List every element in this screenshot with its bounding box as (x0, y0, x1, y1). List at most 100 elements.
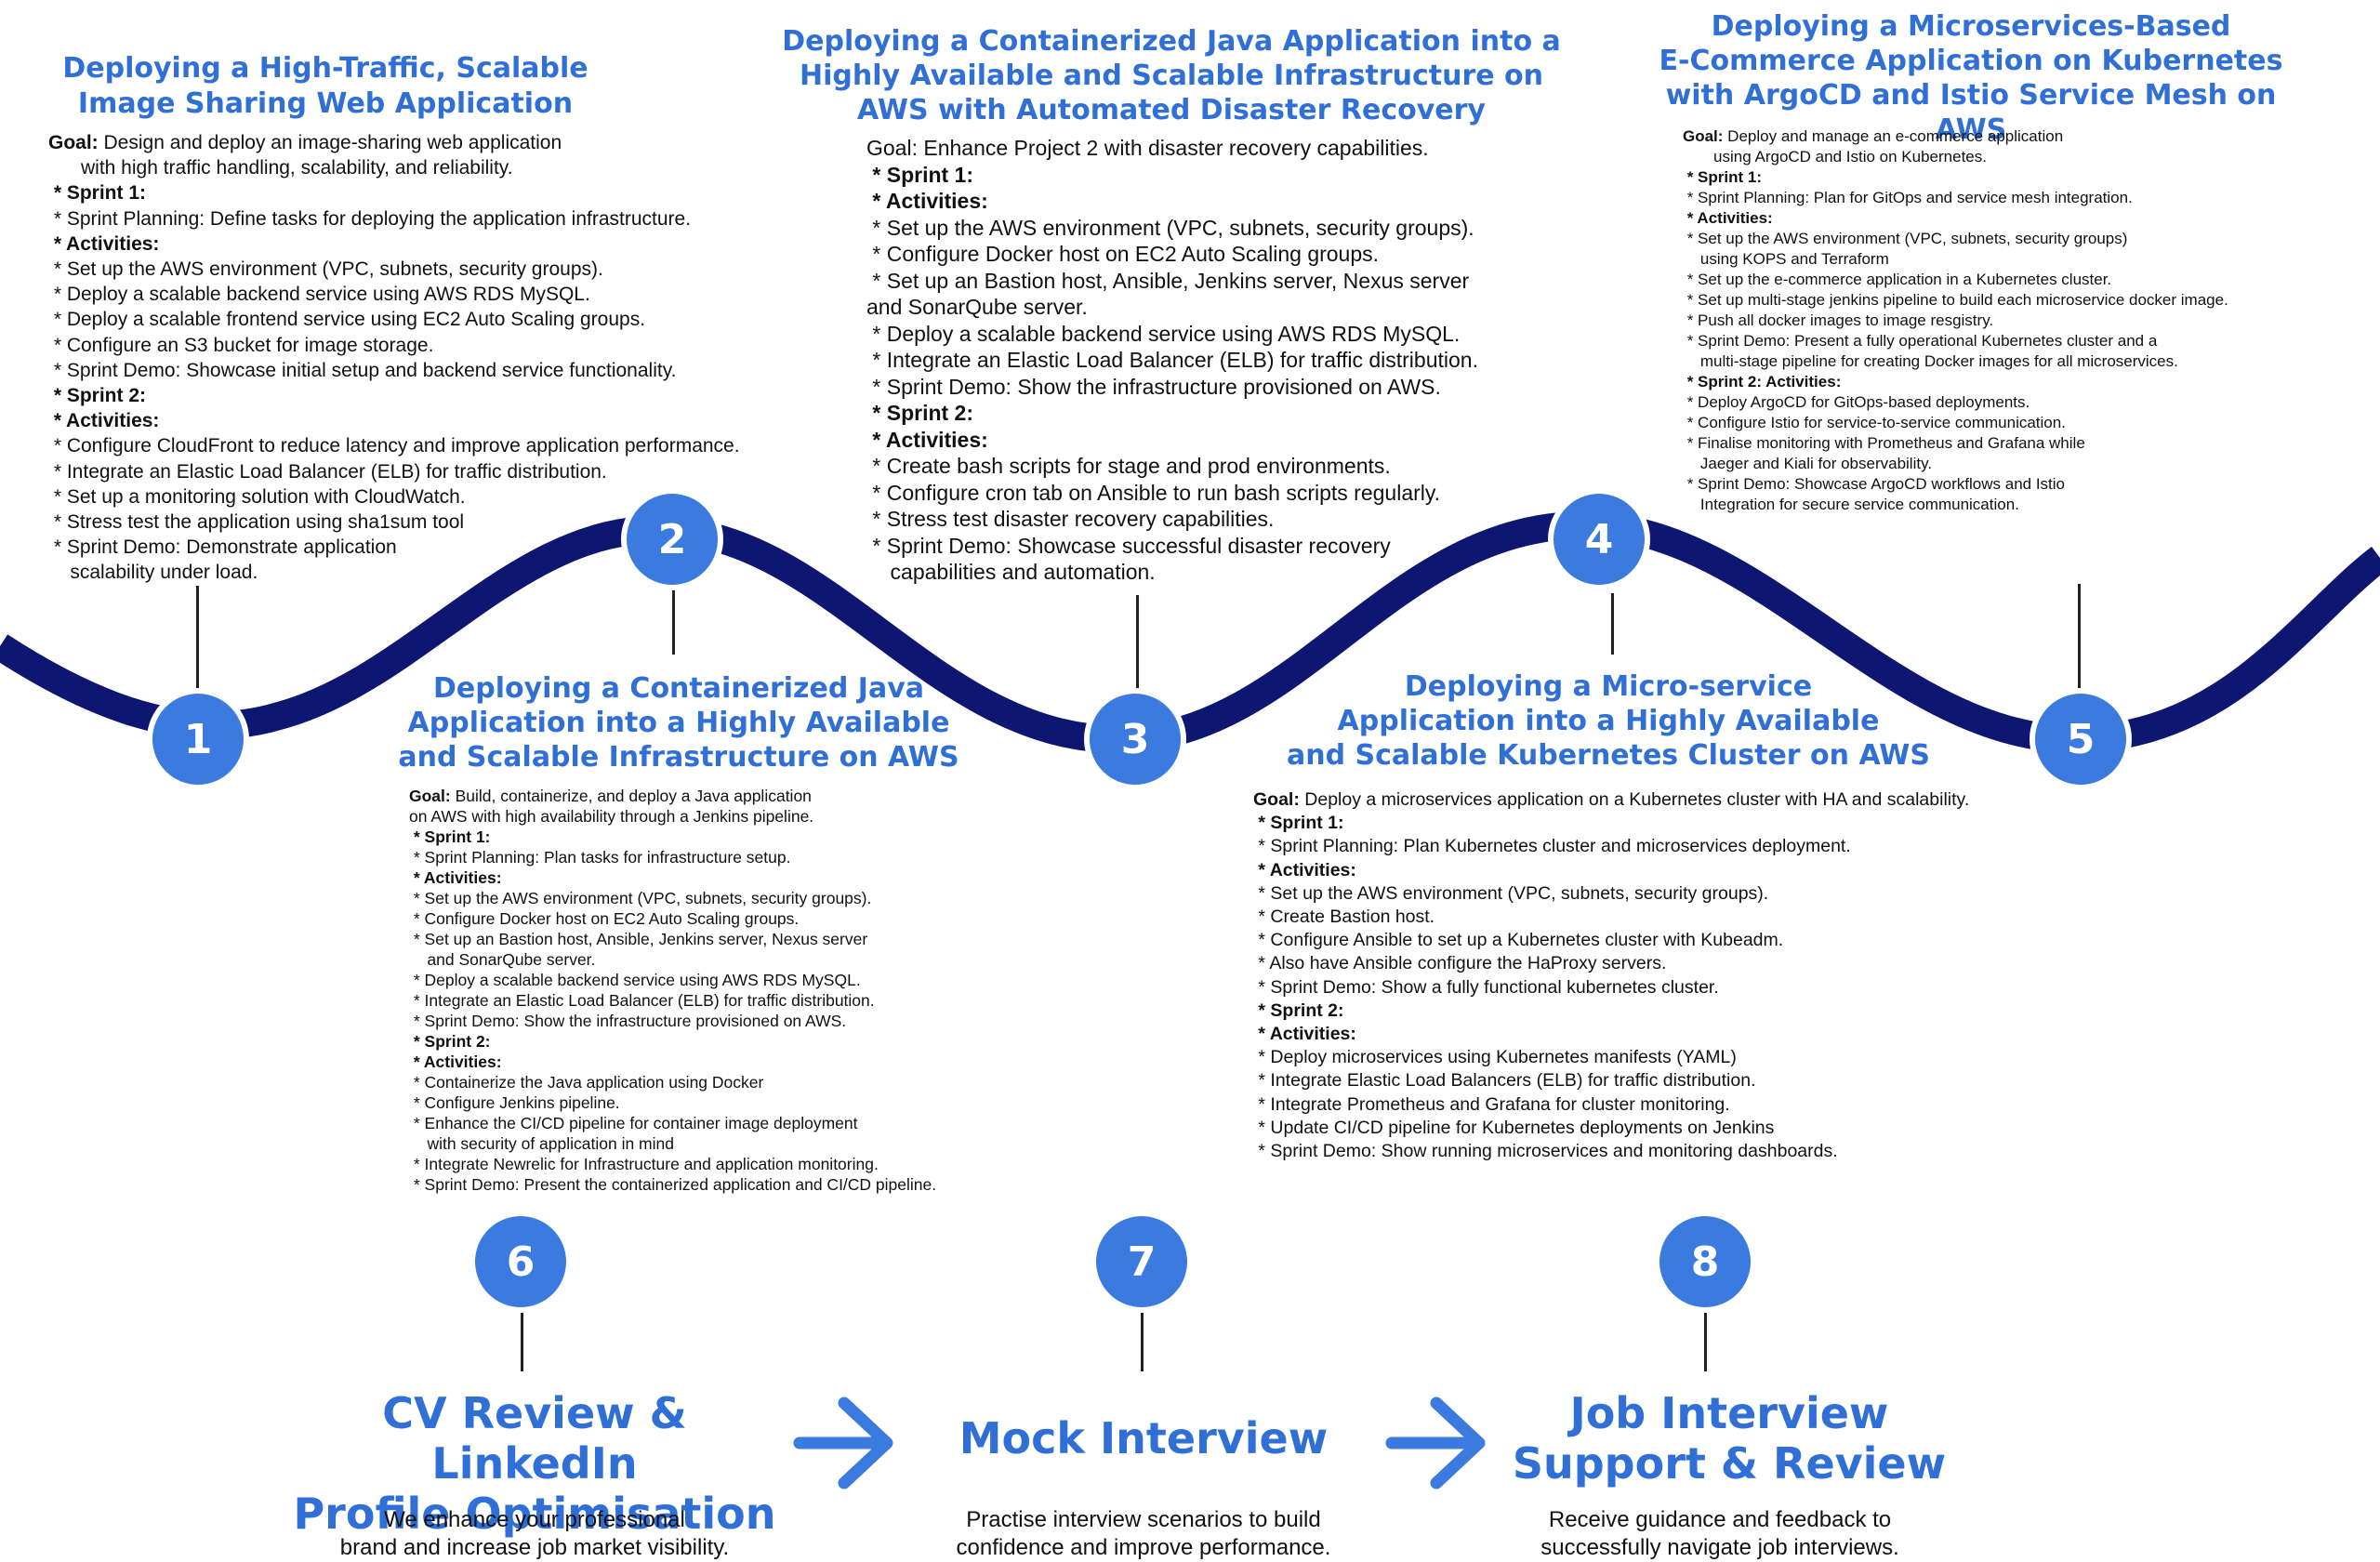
task-item: * Deploy a scalable frontend service usi… (48, 309, 646, 331)
project-5-title: Deploying a Microservices-Based E-Commer… (1636, 9, 2306, 147)
goal-text: Goal: Enhance Project 2 with disaster re… (866, 136, 1429, 160)
goal-label: Goal: (409, 787, 451, 805)
task-item: * Set up the AWS environment (VPC, subne… (1686, 230, 2128, 268)
task-item: * Containerize the Java application usin… (409, 1073, 764, 1092)
task-item: * Finalise monitoring with Prometheus an… (1686, 434, 2085, 472)
service-desc-line: brand and increase job market visibility… (339, 1535, 730, 1560)
task-item: * Activities: (48, 232, 160, 255)
project-2-goal: Goal: Build, containerize, and deploy a … (409, 786, 936, 827)
goal-label: Goal: (1253, 789, 1300, 810)
stem-7 (1141, 1306, 1144, 1371)
goal-text: Deploy a microservices application on a … (1299, 789, 1970, 810)
task-item: * Sprint Demo: Show the infrastructure p… (866, 374, 1441, 399)
stem-1 (196, 586, 199, 690)
service-desc-line: Receive guidance and feedback to (1548, 1507, 1892, 1532)
stem-3 (1136, 595, 1139, 690)
project-2-title-line: Application into a Highly Available (407, 707, 950, 739)
task-item: * Sprint 2: Activities: (1683, 373, 1842, 390)
task-item: * Sprint Demo: Showcase initial setup an… (48, 359, 677, 381)
task-item: * Sprint Demo: Showcase ArgoCD workflows… (1686, 475, 2066, 513)
goal-text: Deploy and manage an e-commerce applicat… (1713, 127, 2064, 165)
task-item: * Integrate an Elastic Load Balancer (EL… (48, 460, 607, 483)
task-item: * Configure cron tab on Ansible to run b… (866, 480, 1441, 505)
project-2-task-list: * Sprint 1: * Sprint Planning: Plan task… (409, 827, 936, 1195)
task-item: * Configure CloudFront to reduce latency… (48, 435, 740, 457)
project-4-task-list: * Sprint 1: * Sprint Planning: Plan Kube… (1253, 812, 1969, 1163)
goal-label: Goal: (1683, 127, 1724, 145)
step-badge-2: 2 (627, 494, 718, 585)
project-5-title-line: Deploying a Microservices-Based (1711, 10, 2231, 43)
service-desc-line: confidence and improve performance. (956, 1535, 1331, 1560)
task-item: * Set up an Bastion host, Ansible, Jenki… (413, 930, 868, 969)
step-badge-4: 4 (1554, 494, 1645, 585)
step-badge-1: 1 (152, 694, 244, 785)
task-item: * Deploy microservices using Kubernetes … (1253, 1047, 1737, 1068)
task-item: * Configure Docker host on EC2 Auto Scal… (866, 242, 1380, 266)
task-item: * Deploy a scalable backend service usin… (48, 284, 590, 306)
task-item: * Push all docker images to image resgis… (1683, 311, 1994, 329)
goal-text: Design and deploy an image-sharing web a… (81, 132, 562, 179)
task-item: * Set up multi-stage jenkins pipeline to… (1683, 291, 2228, 309)
step-badge-5: 5 (2035, 694, 2126, 785)
task-item: * Configure an S3 bucket for image stora… (48, 334, 434, 356)
task-item: * Sprint 1: (1683, 168, 1763, 186)
task-item: * Sprint 2: (409, 1032, 491, 1051)
task-item: * Sprint 1: (1253, 813, 1344, 834)
task-item: * Activities: (409, 868, 502, 887)
project-4-goal: Goal: Deploy a microservices application… (1253, 788, 1969, 812)
project-5-details: Goal: Deploy and manage an e-commerce ap… (1683, 126, 2228, 515)
service-title-line: Mock Interview (959, 1413, 1329, 1463)
service-desc-line: We enhance your professional (384, 1507, 685, 1532)
service-title-line: Job Interview (1569, 1388, 1889, 1438)
project-3-title-line: AWS with Automated Disaster Recovery (857, 94, 1486, 126)
task-item: * Set up the AWS environment (VPC, subne… (48, 258, 603, 281)
task-item: * Sprint Demo: Showcase successful disas… (872, 533, 1391, 585)
project-3-title-line: Deploying a Containerized Java Applicati… (782, 25, 1561, 58)
task-item: * Sprint 1: (409, 827, 491, 846)
step-badge-6: 6 (475, 1216, 566, 1307)
task-item: * Sprint Planning: Plan tasks for infras… (409, 848, 791, 867)
project-2-title: Deploying a Containerized Java Applicati… (390, 671, 967, 774)
service-desc-line: Practise interview scenarios to build (966, 1507, 1321, 1532)
task-item: * Set up the e-commerce application in a… (1683, 271, 2112, 288)
task-item: * Sprint 2: (866, 401, 974, 425)
service-7-description: Practise interview scenarios to build co… (920, 1506, 1367, 1562)
task-item: * Set up the AWS environment (VPC, subne… (1253, 882, 1769, 904)
step-badge-7: 7 (1096, 1216, 1187, 1307)
task-item: * Sprint 2: (48, 385, 147, 407)
task-item: * Activities: (866, 189, 988, 213)
task-item: * Deploy a scalable backend service usin… (409, 971, 861, 989)
service-8-description: Receive guidance and feedback to success… (1497, 1506, 1943, 1562)
service-desc-line: successfully navigate job interviews. (1540, 1535, 1899, 1560)
service-6-title: CV Review & LinkedIn Profile Optimisatio… (279, 1388, 790, 1539)
project-3-task-list: * Sprint 1: * Activities: * Set up the A… (866, 162, 1478, 586)
project-5-title-line: with ArgoCD and Istio Service Mesh on AW… (1665, 79, 2277, 146)
task-item: * Configure Istio for service-to-service… (1683, 414, 2066, 431)
task-item: * Sprint Demo: Show the infrastructure p… (409, 1012, 847, 1030)
project-4-title-line: and Scalable Kubernetes Cluster on AWS (1286, 739, 1931, 772)
project-4-details: Goal: Deploy a microservices application… (1253, 788, 1969, 1163)
arrow-right-icon (1385, 1397, 1486, 1489)
task-item: * Set up the AWS environment (VPC, subne… (409, 889, 872, 907)
step-badge-8: 8 (1659, 1216, 1751, 1307)
project-1-goal: Goal: Design and deploy an image-sharing… (48, 130, 740, 180)
project-1-task-list: * Sprint 1: * Sprint Planning: Define ta… (48, 180, 740, 585)
task-item: * Also have Ansible configure the HaProx… (1253, 953, 1667, 974)
task-item: * Update CI/CD pipeline for Kubernetes d… (1253, 1117, 1775, 1138)
task-item: * Configure Jenkins pipeline. (409, 1093, 620, 1112)
task-item: * Integrate Newrelic for Infrastructure … (409, 1155, 879, 1173)
arrow-right-icon (793, 1397, 893, 1489)
task-item: * Activities: (1253, 859, 1356, 880)
goal-label: Goal: (48, 132, 99, 153)
task-item: * Configure Docker host on EC2 Auto Scal… (409, 909, 800, 928)
task-item: * Sprint Planning: Plan Kubernetes clust… (1253, 836, 1851, 857)
project-1-title-line: Deploying a High-Traffic, Scalable (62, 52, 588, 85)
project-1-details: Goal: Design and deploy an image-sharing… (48, 130, 740, 586)
task-item: * Sprint Demo: Show a fully functional k… (1253, 976, 1719, 998)
project-5-task-list: * Sprint 1: * Sprint Planning: Plan for … (1683, 167, 2228, 515)
service-8-title: Job Interview Support & Review (1488, 1388, 1971, 1489)
service-title-line: Support & Review (1512, 1438, 1947, 1489)
task-item: * Deploy ArgoCD for GitOps-based deploym… (1683, 393, 2030, 411)
stem-4 (1611, 593, 1614, 655)
task-item: * Set up the AWS environment (VPC, subne… (866, 215, 1474, 240)
